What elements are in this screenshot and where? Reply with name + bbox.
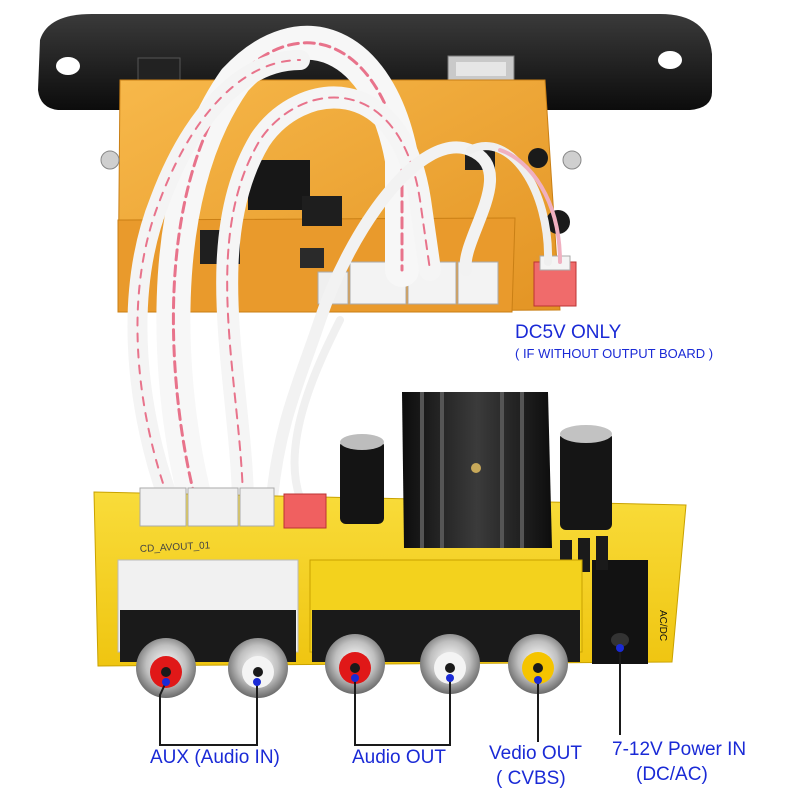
rca-jack-aux-left [136, 638, 196, 698]
screw [562, 150, 582, 170]
rca-jack-video-out [508, 634, 568, 694]
mount-hole-left [56, 57, 80, 75]
power-in-sub-label: (DC/AC) [636, 764, 708, 785]
video-out-sub-label: ( CVBS) [496, 768, 566, 789]
capacitor [560, 432, 612, 530]
dc5v-note: ( IF WITHOUT OUTPUT BOARD ) [515, 346, 714, 361]
jack-marking: AC/DC [657, 610, 668, 641]
rca-jack-aux-right [228, 638, 288, 698]
power-in-label: 7-12V Power IN [612, 739, 747, 760]
video-out-label: Vedio OUT [489, 743, 582, 764]
capacitor [340, 440, 384, 524]
main-chip [248, 160, 310, 210]
callout-dots [162, 644, 624, 686]
audio-out-label: Audio OUT [352, 747, 446, 768]
mount-hole-right [658, 51, 682, 69]
capacitor [528, 148, 548, 168]
callout-lines [159, 648, 621, 746]
board-model-marking: CD_AVOUT_01 [140, 540, 211, 555]
dc5v-label: DC5V ONLY [515, 322, 622, 343]
rca-jack-audio-out-right [420, 634, 480, 694]
aux-label: AUX (Audio IN) [150, 747, 280, 768]
ribbon-cables [127, 25, 562, 515]
screw [100, 150, 120, 170]
rca-jack-audio-out-left [325, 634, 385, 694]
connector-row [317, 255, 577, 307]
heatsink [402, 392, 552, 548]
